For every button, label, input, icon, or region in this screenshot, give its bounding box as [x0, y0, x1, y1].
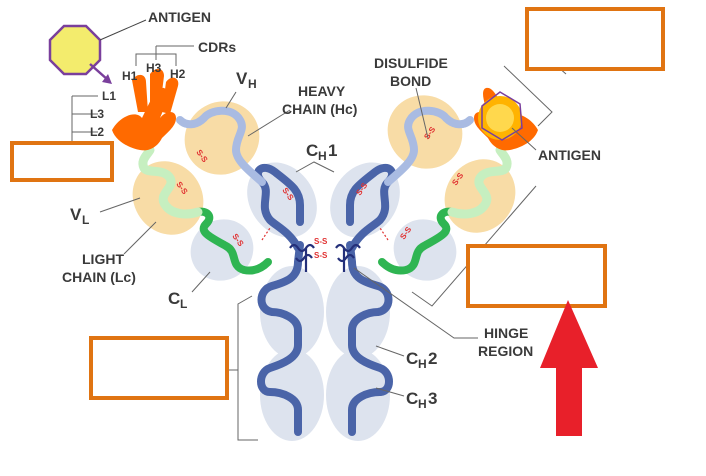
ch1-bracket [295, 161, 335, 173]
red-up-arrow [540, 300, 598, 436]
fab-bracket-right-bottom [411, 185, 537, 307]
heavy-chain-right-fc [346, 241, 393, 436]
vh-leader [225, 91, 237, 109]
leader-lines [71, 45, 567, 441]
hinge-left-bot [295, 253, 313, 263]
l2-label: L2 [90, 125, 104, 139]
hinge-leader [353, 267, 478, 339]
antigen-arrow-head [102, 74, 112, 84]
vl-leader [99, 197, 141, 213]
antigen-right-label: ANTIGEN [538, 147, 601, 163]
ch1-label-main: C [306, 141, 318, 160]
light-chain-right [378, 145, 512, 275]
heavy-chain-leader [247, 109, 291, 137]
light-chain-label-line1: LIGHT [82, 251, 124, 267]
answer-box-left-upper[interactable] [10, 141, 114, 182]
light-chain-right-vl [447, 145, 512, 219]
heavy-chain-right-vh [384, 106, 474, 186]
ch1-label-sub: H [318, 149, 327, 163]
hinge-squiggles [289, 243, 361, 272]
h2-label: H2 [170, 67, 186, 81]
h1-label: H1 [122, 69, 138, 83]
heavy-chain-label-line1: HEAVY [298, 83, 346, 99]
cdr-left-finger-3 [162, 77, 179, 114]
heavy-chain-left-vh [176, 106, 266, 186]
l3-label: L3 [90, 107, 104, 121]
ch2-label-sub: H [418, 357, 427, 371]
hinge-right-top [335, 243, 361, 253]
light-chain-left-vl [138, 145, 203, 219]
antigen-octagon [48, 24, 102, 76]
ch3-label-sub: H [418, 397, 427, 411]
labels: ANTIGEN CDRs H1 H3 H2 L1 L3 L2 V H HEAVY… [62, 9, 601, 411]
ch2-label: C H 2 [406, 349, 437, 371]
ch2-left-shadow [260, 266, 324, 358]
h3-label: H3 [146, 61, 162, 75]
light-chain-left [138, 145, 272, 275]
cdr-left [112, 68, 179, 151]
answer-box-top-right[interactable] [525, 7, 665, 71]
antigen-bound-highlight [486, 104, 514, 132]
answer-box-left-lower[interactable] [89, 336, 229, 400]
vl-label-sub: L [82, 213, 89, 227]
hinge-label-line1: HINGE [484, 325, 528, 341]
antigen-leader-line [99, 19, 147, 41]
fc-bracket-left [237, 295, 258, 441]
heavy-chain-label-line2: CHAIN (Hc) [282, 101, 357, 117]
vh-label: V H [236, 69, 257, 91]
vl-label-main: V [70, 205, 82, 224]
ch2-label-main: C [406, 349, 418, 368]
fab-bracket-right-top [503, 65, 553, 127]
disulfide-label-line1: DISULFIDE [374, 55, 448, 71]
antigen-bound-right [478, 91, 523, 141]
heavy-chain-left-fc [257, 241, 304, 436]
cl-label: C L [168, 289, 187, 311]
vl-label: V L [70, 205, 89, 227]
ss-bond-hinge-1: S-S [314, 237, 328, 246]
vh-label-main: V [236, 69, 248, 88]
hinge-left-top [289, 243, 315, 253]
answer-boxes [10, 7, 665, 400]
vh-label-sub: H [248, 77, 257, 91]
ch3-leader [375, 387, 405, 397]
l1-label: L1 [102, 89, 116, 103]
antigen-right-leader [511, 127, 537, 151]
hinge-label-line2: REGION [478, 343, 533, 359]
antigen-arrow-shaft [89, 63, 109, 81]
ch2-leader [375, 345, 405, 357]
antigen-top-label: ANTIGEN [148, 9, 211, 25]
ch3-label: C H 3 [406, 389, 437, 411]
ss-link-left [261, 227, 271, 241]
antigen-bound-outline [481, 91, 523, 141]
heavy-chain-right [346, 106, 474, 436]
cdrs-label: CDRs [198, 39, 236, 55]
ch3-label-num: 3 [428, 389, 437, 408]
light-chain-leader [123, 221, 157, 255]
ch1-label-num: 1 [328, 141, 337, 160]
cl-label-main: C [168, 289, 180, 308]
cl-leader [191, 271, 211, 293]
cl-label-sub: L [180, 297, 187, 311]
antigen-free [48, 19, 147, 84]
disulfide-leader [415, 87, 429, 139]
cdr-left-finger-1 [132, 74, 148, 112]
heavy-chain-left [176, 106, 304, 436]
ch2-label-num: 2 [428, 349, 437, 368]
light-chain-label-line2: CHAIN (Lc) [62, 269, 136, 285]
ss-bond-hinge-2: S-S [314, 251, 328, 260]
ch1-label: C H 1 [306, 141, 337, 163]
hinge-right-bot [337, 253, 355, 263]
ch3-label-main: C [406, 389, 418, 408]
disulfide-label-line2: BOND [390, 73, 431, 89]
light-chain-right-cl [378, 207, 456, 275]
answer-box-right-middle[interactable] [466, 244, 607, 308]
ch2-right-shadow [326, 266, 390, 358]
light-chain-left-cl [194, 207, 272, 275]
cdr-left-finger-2 [150, 68, 164, 108]
ss-link-right [379, 227, 389, 241]
